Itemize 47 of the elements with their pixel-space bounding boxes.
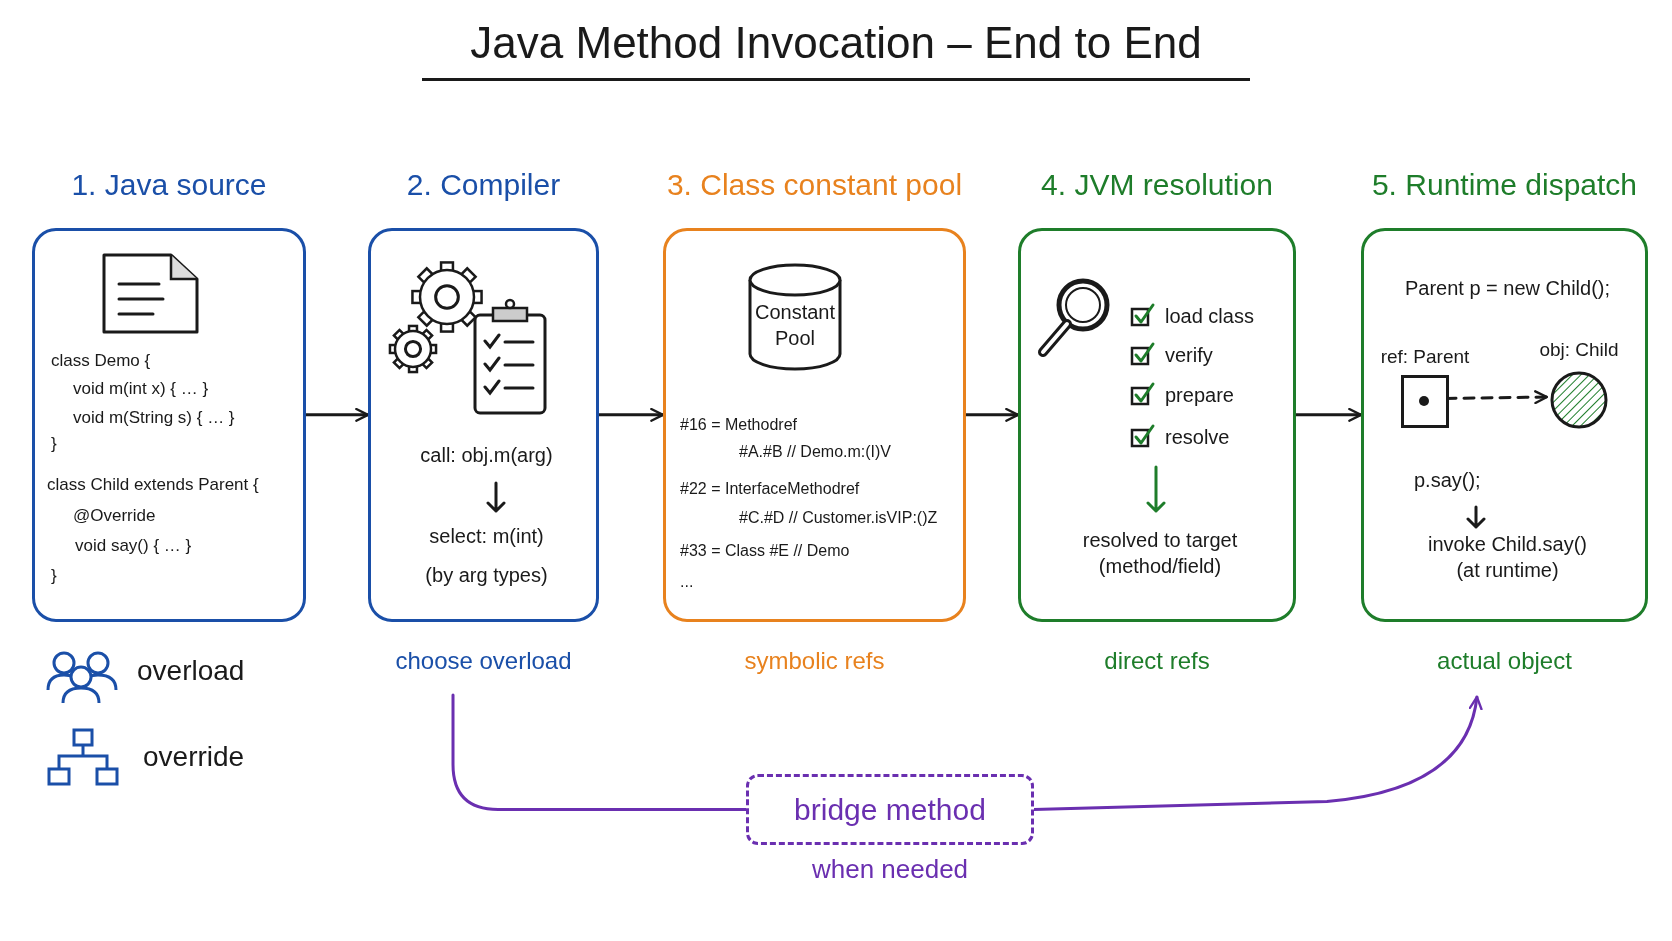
stage-heading: 5. Runtime dispatch: [1370, 168, 1639, 202]
pool-entry: #A.#B // Demo.m:(I)V: [739, 442, 892, 462]
code-line: void say() { … }: [75, 535, 192, 557]
legend-label: overload: [137, 655, 245, 687]
code-line: class Demo {: [51, 350, 151, 372]
arrow: [1032, 695, 1482, 811]
code-text: Parent p = new Child();: [1403, 276, 1612, 301]
step-text: load class: [1165, 304, 1254, 329]
step-text: resolve: [1165, 425, 1230, 450]
pool-entry: #16 = Methodref: [680, 415, 797, 435]
bridge-note: when needed: [811, 854, 969, 885]
pool-entry: #33 = Class #E // Demo: [680, 541, 850, 561]
arrow: [597, 407, 665, 422]
pool-entry: ...: [680, 572, 694, 592]
code-text: invoke Child.say() (at runtime): [1427, 532, 1588, 583]
code-text: call: obj.m(arg): [419, 443, 554, 468]
code-text: select: m(int): [428, 524, 545, 549]
legend-label: override: [143, 741, 245, 773]
stage-heading: 2. Compiler: [405, 168, 562, 202]
arrow: [964, 407, 1020, 422]
stage-caption: choose overload: [394, 647, 573, 675]
step-text: verify: [1165, 343, 1213, 368]
stage-heading: 4. JVM resolution: [1040, 168, 1274, 202]
code-line: class Child extends Parent {: [47, 474, 259, 496]
step-text: prepare: [1165, 383, 1234, 408]
code-line: void m(int x) { … }: [73, 378, 209, 400]
code-text: p.say();: [1414, 468, 1481, 493]
title: Java Method Invocation – End to End: [422, 18, 1250, 81]
stage-heading: 3. Class constant pool: [665, 168, 964, 202]
stage-heading: 1. Java source: [70, 168, 268, 202]
arrow: [1294, 407, 1363, 422]
ref-label: ref: Parent: [1380, 346, 1470, 368]
code-line: }: [51, 433, 57, 455]
code-text: (by arg types): [424, 563, 549, 588]
stage-caption: direct refs: [1103, 647, 1211, 675]
code-line: @Override: [73, 505, 156, 527]
stage-caption: symbolic refs: [743, 647, 886, 675]
pool-entry: #C.#D // Customer.isVIP:()Z: [739, 508, 938, 528]
step-text: resolved to target (method/field): [1081, 528, 1239, 579]
code-line: }: [51, 565, 57, 587]
object-label: obj: Child: [1539, 339, 1619, 361]
code-line: void m(String s) { … }: [73, 407, 235, 429]
arrow: [304, 407, 370, 422]
bridge-label: bridge method: [794, 792, 986, 827]
stage-caption: actual object: [1436, 647, 1573, 675]
database-cylinder: Constant Pool: [747, 262, 843, 372]
pool-entry: #22 = InterfaceMethodref: [680, 479, 860, 499]
